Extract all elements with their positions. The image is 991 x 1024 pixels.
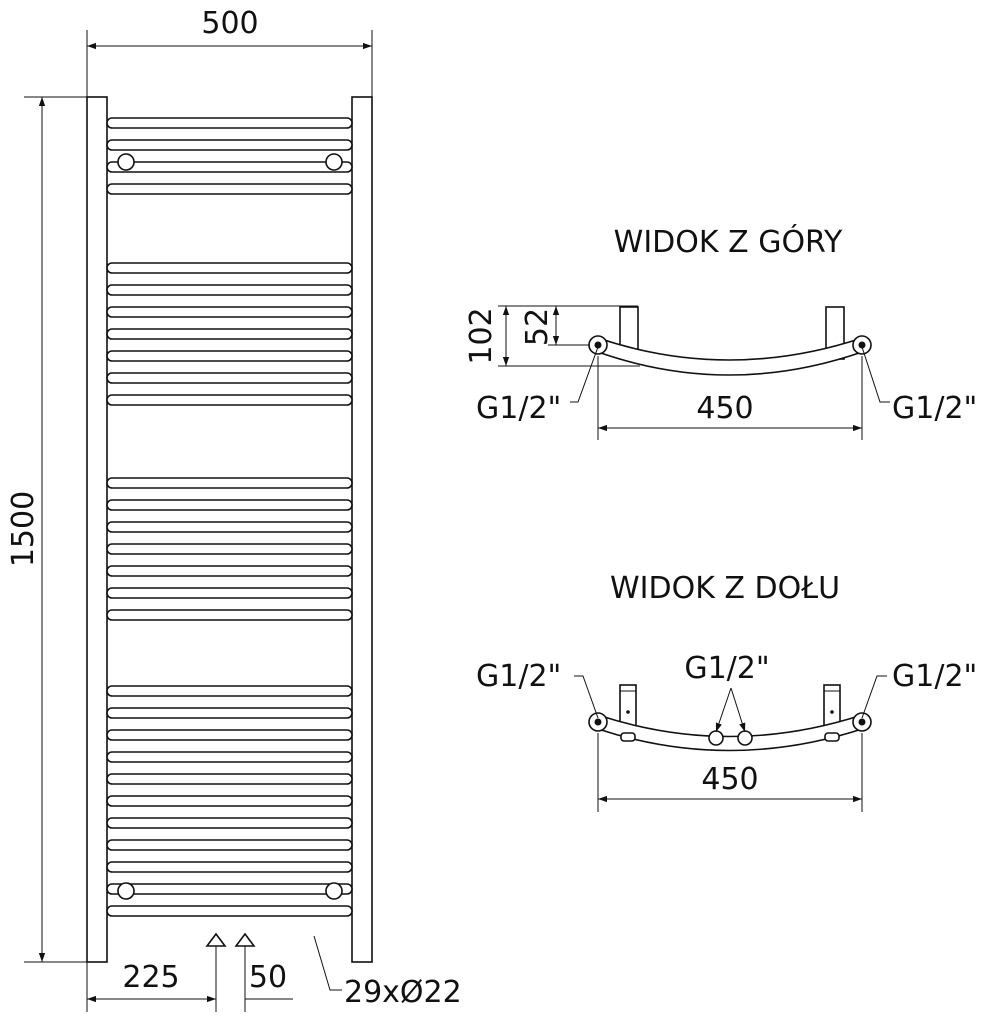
- bottom-conn-middle-left: [708, 730, 724, 746]
- top-view: WIDOK Z GÓRY 102 52 G1/2" G1/2" 450: [464, 223, 977, 440]
- bottom-conn-middle-right: [737, 730, 753, 746]
- bottom-axis-width-label: 450: [701, 762, 758, 797]
- bottom-view: WIDOK Z DOŁU G1/2" G1/2" G1/2" 450: [476, 571, 977, 812]
- mount-point-top-left: [117, 153, 135, 171]
- top-view-title: WIDOK Z GÓRY: [614, 223, 843, 260]
- horizontal-tube: [106, 262, 353, 274]
- mount-point-top-right: [325, 153, 343, 171]
- horizontal-tube: [106, 565, 353, 577]
- right-collector: [351, 96, 373, 963]
- horizontal-tube: [106, 609, 353, 621]
- bottom-curved-tube: [597, 713, 863, 752]
- height-dimension: 1500: [6, 96, 87, 963]
- top-axis-width-label: 450: [696, 391, 753, 426]
- horizontal-tube: [106, 284, 353, 296]
- horizontal-tube: [106, 729, 353, 741]
- front-view: 500 1500 225 50 29xØ22: [6, 6, 462, 1012]
- horizontal-tube: [106, 350, 353, 362]
- bottom-conn-middle-label: G1/2": [684, 651, 769, 686]
- horizontal-tube: [106, 883, 353, 895]
- depth-axis-label: 52: [520, 308, 555, 346]
- mount-point-bottom-left: [117, 882, 135, 900]
- top-conn-left-label: G1/2": [476, 391, 561, 426]
- horizontal-tube: [106, 328, 353, 340]
- horizontal-tube: [106, 394, 353, 406]
- valve-right: [234, 932, 256, 947]
- mount-points: [117, 153, 343, 900]
- tubes-callout: 29xØ22: [313, 935, 462, 1010]
- horizontal-tube: [106, 795, 353, 807]
- width-dimension: 500: [86, 6, 373, 97]
- horizontal-tube: [106, 905, 353, 917]
- horizontal-tube: [106, 751, 353, 763]
- bottom-view-title: WIDOK Z DOŁU: [610, 571, 840, 606]
- offset-label: 225: [122, 960, 179, 995]
- horizontal-tube: [106, 139, 353, 151]
- bottom-conn-right-label: G1/2": [892, 659, 977, 694]
- top-conn-right-label: G1/2": [892, 391, 977, 426]
- valve-left: [205, 932, 227, 947]
- width-label: 500: [201, 6, 258, 41]
- height-label: 1500: [6, 491, 41, 567]
- horizontal-tube: [106, 839, 353, 851]
- horizontal-tube: [106, 499, 353, 511]
- horizontal-tube: [106, 685, 353, 697]
- horizontal-tube: [106, 372, 353, 384]
- horizontal-tube: [106, 306, 353, 318]
- horizontal-tube: [106, 861, 353, 873]
- horizontal-tube: [106, 117, 353, 129]
- depth-total-label: 102: [464, 307, 499, 364]
- horizontal-tube: [106, 477, 353, 489]
- horizontal-tube: [106, 707, 353, 719]
- horizontal-tube: [106, 773, 353, 785]
- spacing-label: 50: [249, 960, 287, 995]
- horizontal-tube: [106, 161, 353, 173]
- bottom-conn-left-label: G1/2": [476, 659, 561, 694]
- horizontal-tube: [106, 817, 353, 829]
- horizontal-tube: [106, 521, 353, 533]
- connection-dimensions: 225 50: [86, 960, 293, 1012]
- tube-group: [106, 117, 353, 917]
- horizontal-tube: [106, 183, 353, 195]
- horizontal-tube: [106, 543, 353, 555]
- horizontal-tube: [106, 587, 353, 599]
- connection-valves: [205, 932, 256, 1012]
- mount-point-bottom-right: [325, 882, 343, 900]
- tubes-label: 29xØ22: [344, 975, 462, 1010]
- left-collector: [86, 96, 108, 963]
